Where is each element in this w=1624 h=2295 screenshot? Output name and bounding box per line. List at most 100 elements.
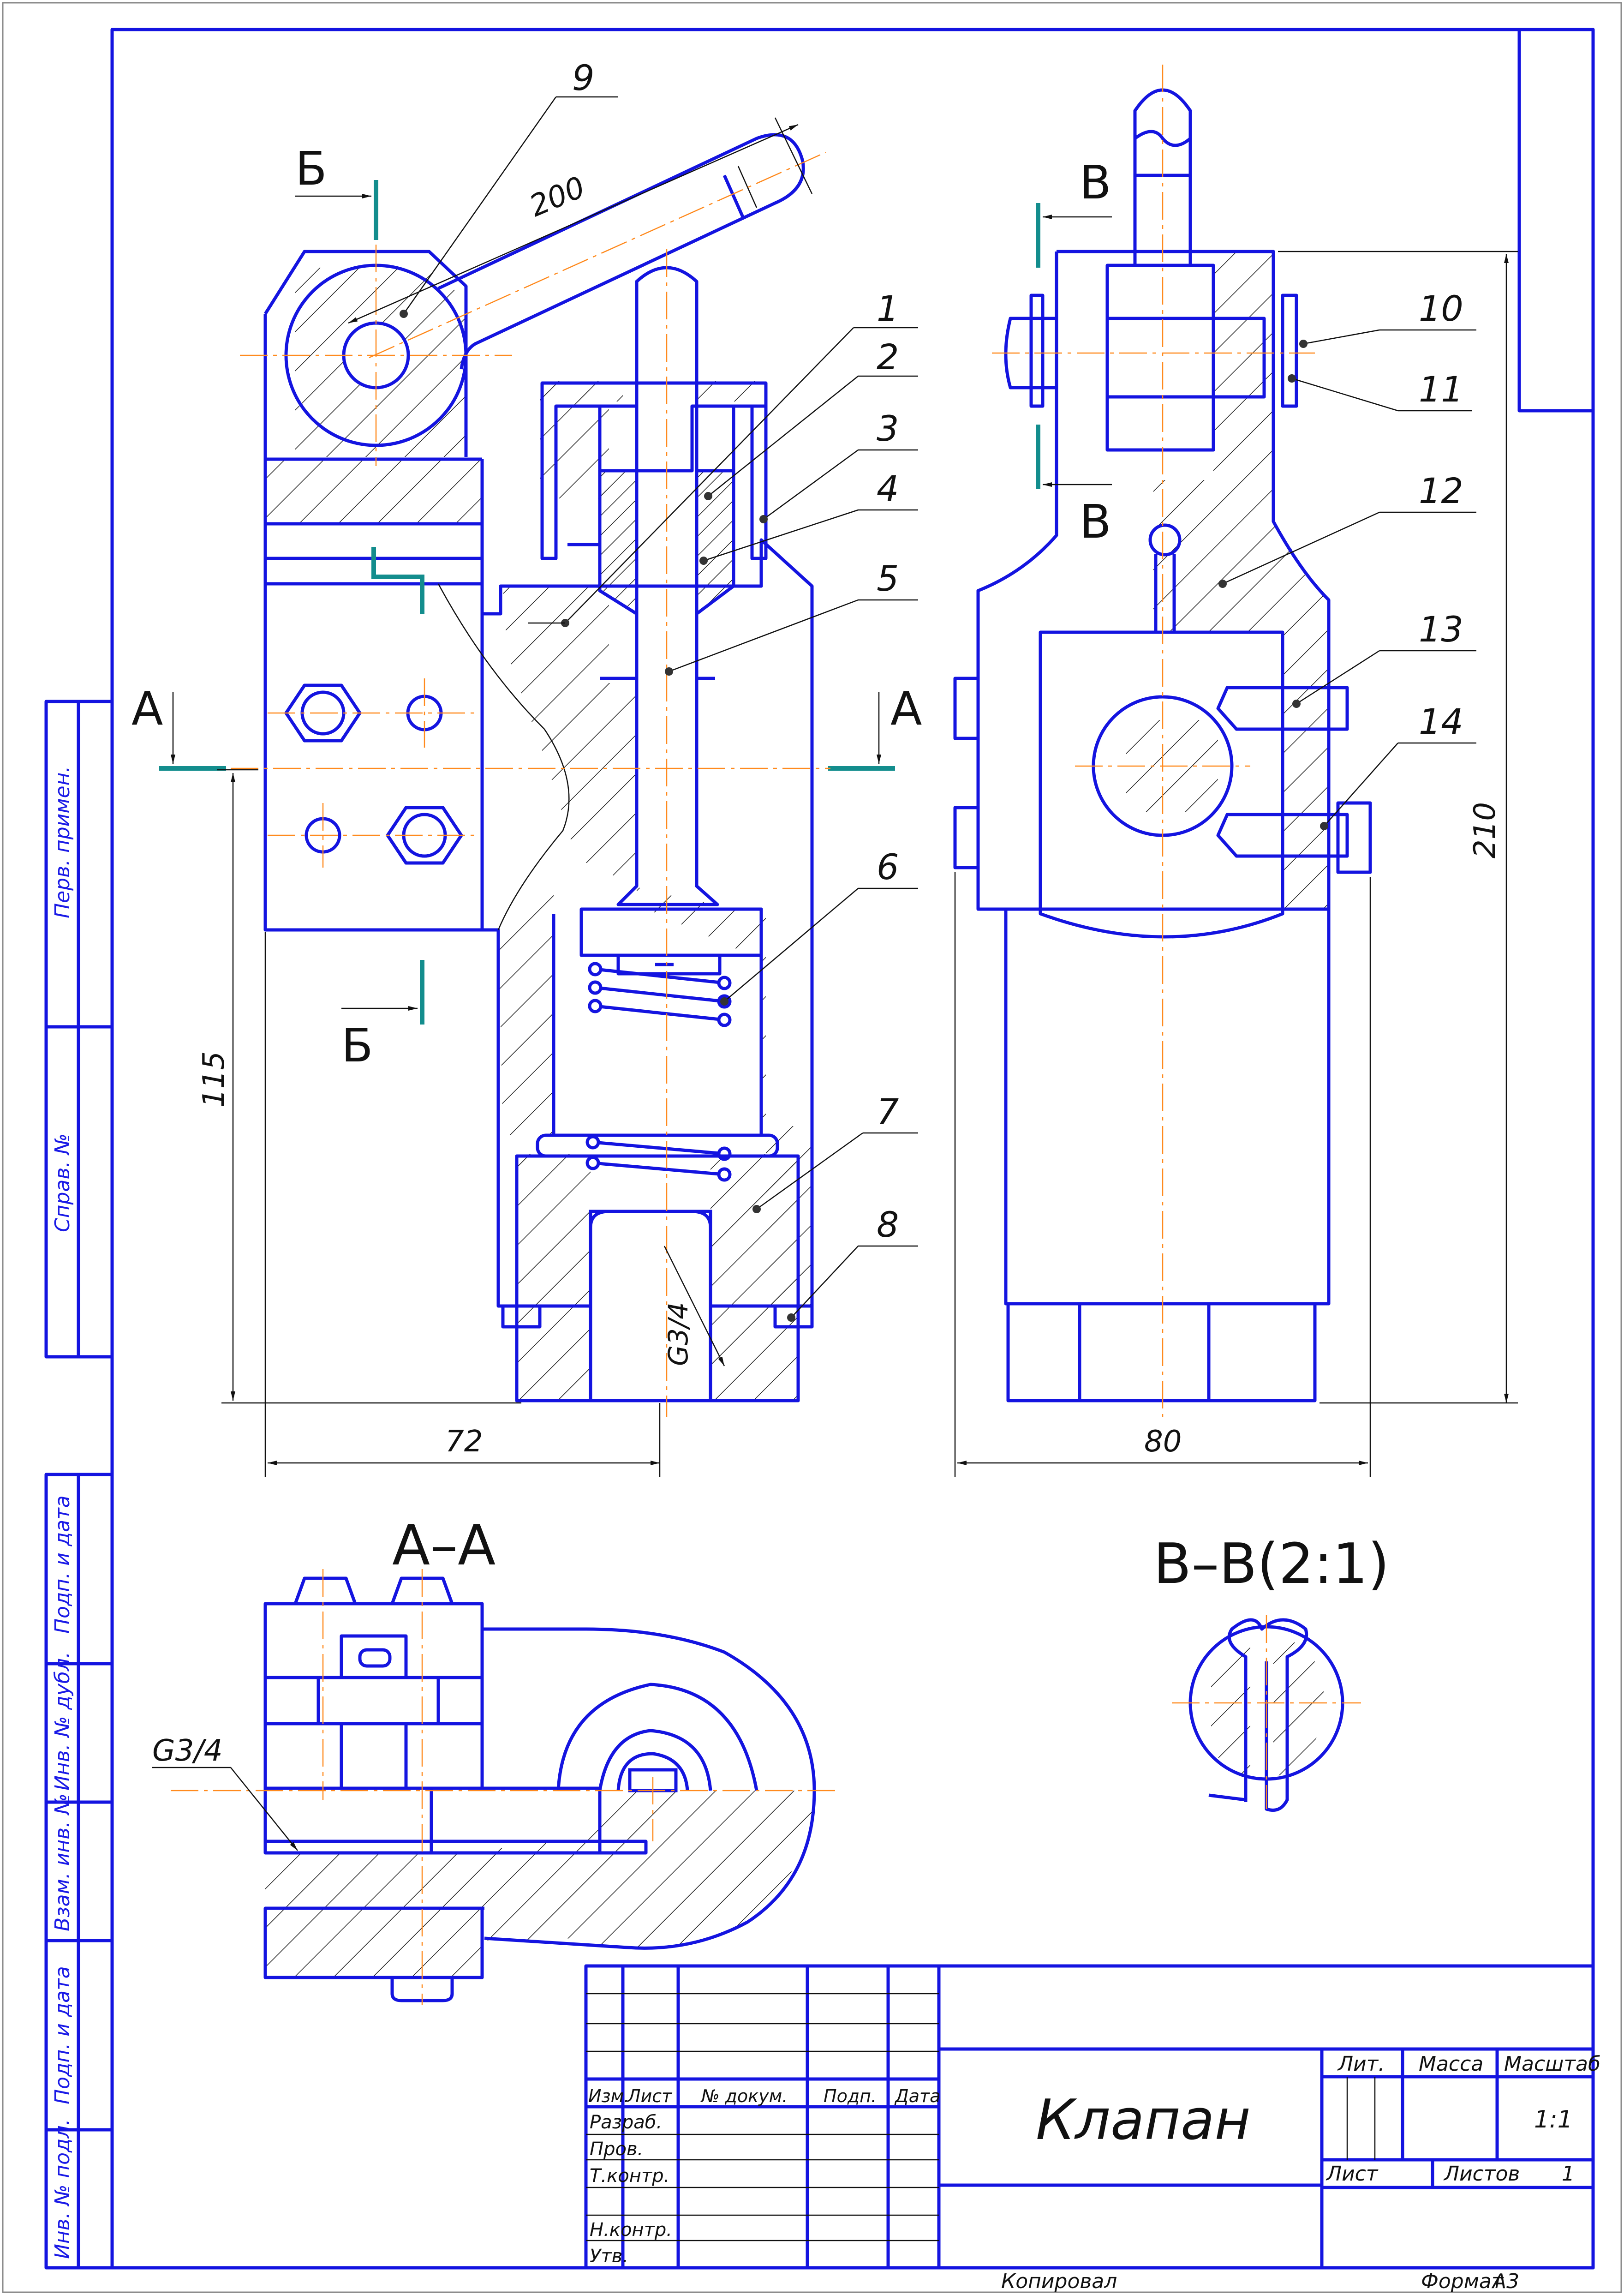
- tb-row-nkontr: Н.контр.: [590, 2219, 672, 2241]
- tb-sheets-label: Листов: [1443, 2162, 1520, 2186]
- part-label-6: 6: [877, 846, 899, 887]
- left-margin-strip: Перв. примен. Справ. № Подп. и дата Инв.…: [44, 700, 114, 2270]
- dim-210-text: 210: [1468, 802, 1502, 858]
- aa-channel: [265, 1840, 648, 1855]
- tb-title: Клапан: [1036, 2088, 1251, 2152]
- tb-col-data: Дата: [894, 2086, 940, 2106]
- packing-hatch-right: [697, 471, 734, 614]
- aa-hatch-right: [577, 1791, 814, 1948]
- section-a-label-left: А: [131, 682, 163, 736]
- tb-sheets-value: 1: [1562, 2162, 1575, 2186]
- front-view: 200 115 72 G3/4 Б Б А А: [131, 57, 922, 1477]
- aa-g34-text: G3/4: [152, 1734, 223, 1768]
- side-chamber: [1039, 630, 1284, 939]
- side-cylinder: [1004, 909, 1331, 1306]
- aa-shaft: [263, 1786, 433, 1855]
- part-label-10: 10: [1419, 288, 1463, 329]
- tb-row-tkontr: Т.контр.: [590, 2165, 669, 2187]
- tb-row-utv: Утв.: [590, 2246, 628, 2267]
- part-label-14: 14: [1419, 701, 1463, 742]
- aa-hatch-main: [265, 1839, 577, 1941]
- section-a-label-right: А: [890, 682, 922, 736]
- cap-hatch: [540, 381, 623, 401]
- margin-label-podp1: Подп. и дата: [51, 1495, 74, 1634]
- margin-label-podp2: Подп. и дата: [51, 1966, 74, 2104]
- part-label-2: 2: [877, 336, 899, 378]
- side-knob: [1148, 523, 1182, 557]
- side-cotter-right: [1281, 294, 1298, 408]
- footer-format-label: Формат: [1421, 2270, 1504, 2293]
- nut-hatch: [517, 1154, 591, 1401]
- tb-mass-label: Масса: [1419, 2052, 1483, 2076]
- part-label-1: 1: [877, 288, 899, 329]
- gland-cap: [540, 381, 768, 560]
- dim-72-text: 72: [445, 1425, 483, 1459]
- outlet-bore-top: [589, 1210, 712, 1228]
- vv-hatch-right: [1273, 1636, 1324, 1777]
- section-aa-title: А–А: [392, 1514, 496, 1578]
- side-body-hatch: [1153, 252, 1329, 637]
- section-aa: А–А G3/4: [152, 1514, 840, 2005]
- tb-row-razrab: Разраб.: [590, 2112, 662, 2133]
- side-handle-break: [1134, 130, 1192, 147]
- side-bolt-left-1: [953, 677, 980, 740]
- part-label-5: 5: [877, 558, 899, 599]
- leaders-side: [1218, 329, 1476, 830]
- side-lower-hatch: [1283, 637, 1329, 909]
- footer-copied: Копировал: [1001, 2270, 1117, 2293]
- dim-200-text: 200: [525, 170, 590, 224]
- vv-hatch: [1211, 1636, 1250, 1779]
- side-pin-rect: [1105, 317, 1266, 399]
- tb-col-list: Лист: [627, 2086, 673, 2106]
- frame-top-right-strip: [1517, 30, 1593, 413]
- body-lower-left-hatch: [498, 868, 554, 1135]
- margin-label-perv: Перв. примен.: [51, 766, 74, 918]
- tb-scale-value: 1:1: [1534, 2106, 1573, 2133]
- dim-200-line: [348, 124, 799, 324]
- spring-washer: [536, 1133, 779, 1158]
- aa-inner-arc2: [598, 1729, 712, 1791]
- aa-body-block: [263, 1602, 484, 1790]
- side-pin-block: [1105, 264, 1215, 452]
- margin-label-dubl: Инв. № дубл.: [51, 1652, 74, 1791]
- side-hex-base: [1006, 1304, 1317, 1402]
- part-label-12: 12: [1419, 470, 1463, 511]
- aa-small-ring: [616, 1752, 689, 1791]
- side-screw-13: [1216, 686, 1349, 731]
- outlet-nut: [515, 1154, 800, 1402]
- side-bolt-left-2: [953, 806, 980, 869]
- footer-format-value: А3: [1491, 2270, 1519, 2293]
- dim-g34-leader: [663, 1246, 725, 1366]
- tb-col-podp: Подп.: [824, 2086, 877, 2106]
- part-label-13: 13: [1419, 609, 1463, 650]
- seal-right: [773, 1304, 814, 1329]
- plate-hatch: [265, 459, 482, 524]
- aa-hatch-plate: [265, 1908, 482, 1977]
- section-v-label-top: В: [1080, 156, 1111, 210]
- part-label-9: 9: [572, 57, 594, 98]
- lever-arm: [437, 133, 805, 370]
- margin-label-sprav: Справ. №: [51, 1133, 74, 1232]
- side-pin-left: [1004, 317, 1057, 389]
- section-v-mark: [371, 547, 424, 614]
- tb-scale-label: Масштаб: [1504, 2052, 1600, 2076]
- dim-80-text: 80: [1144, 1425, 1182, 1459]
- margin-label-inv: Инв. № подл.: [51, 2119, 74, 2259]
- title-block: Изм. Лист № докум. Подп. Дата Разраб. Пр…: [584, 1964, 1600, 2270]
- part-label-8: 8: [877, 1204, 899, 1245]
- aa-key: [340, 1634, 408, 1679]
- tb-lit-label: Лит.: [1337, 2052, 1385, 2076]
- tb-col-ndoc: № докум.: [700, 2086, 788, 2106]
- cap-hatch-right: [692, 381, 766, 401]
- leaders-front: [400, 96, 918, 1322]
- break-line: [437, 583, 570, 930]
- outlet-bore: [589, 1210, 712, 1402]
- tb-row-prov: Пров.: [590, 2139, 643, 2160]
- spring-lower: [585, 1135, 732, 1182]
- aa-nut-1: [293, 1576, 357, 1606]
- side-cover-top: [1057, 250, 1331, 911]
- tb-col-izm: Изм.: [588, 2086, 629, 2106]
- section-vv: В–В(2:1): [1153, 1532, 1389, 1812]
- section-b-label-bottom: Б: [341, 1019, 373, 1073]
